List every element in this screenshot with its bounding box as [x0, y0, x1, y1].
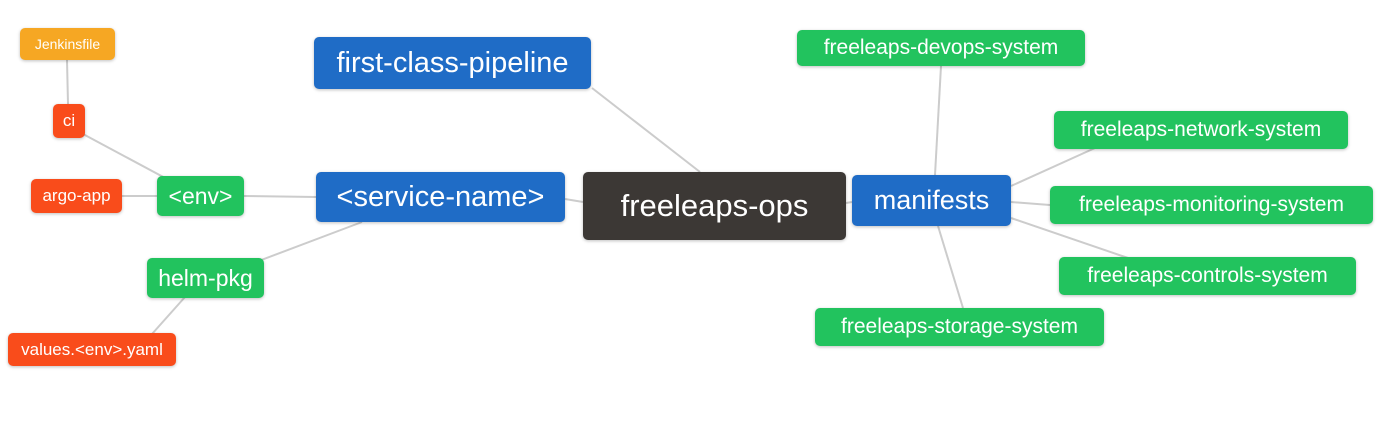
edge-manifests-devops [934, 65, 942, 176]
node-ci[interactable]: ci [53, 104, 85, 138]
edge-env-service-name [243, 195, 317, 198]
edge-first-class-pipeline-ops [591, 87, 701, 173]
edge-helm-pkg-values-yaml [151, 296, 186, 335]
edge-jenkinsfile-ci [66, 59, 69, 105]
node-manifests[interactable]: manifests [852, 175, 1011, 226]
edge-manifests-monitoring [1010, 201, 1051, 206]
edge-service-name-ops [564, 198, 584, 203]
node-env[interactable]: <env> [157, 176, 244, 216]
node-values-env-yaml[interactable]: values.<env>.yaml [8, 333, 176, 366]
edge-ops-manifests [845, 201, 853, 204]
node-freeleaps-storage-system[interactable]: freeleaps-storage-system [815, 308, 1104, 346]
edge-manifests-controls [1010, 217, 1129, 259]
node-argo-app[interactable]: argo-app [31, 179, 122, 213]
node-freeleaps-monitoring-system[interactable]: freeleaps-monitoring-system [1050, 186, 1373, 224]
node-service-name[interactable]: <service-name> [316, 172, 565, 222]
node-freeleaps-ops-root[interactable]: freeleaps-ops [583, 172, 846, 240]
edge-service-name-helm-pkg [255, 221, 363, 263]
node-helm-pkg[interactable]: helm-pkg [147, 258, 264, 298]
node-freeleaps-devops-system[interactable]: freeleaps-devops-system [797, 30, 1085, 66]
node-jenkinsfile[interactable]: Jenkinsfile [20, 28, 115, 60]
edge-manifests-storage [937, 225, 964, 309]
edge-ci-env [82, 133, 168, 180]
edge-manifests-network [1010, 147, 1096, 187]
node-first-class-pipeline[interactable]: first-class-pipeline [314, 37, 591, 89]
node-freeleaps-network-system[interactable]: freeleaps-network-system [1054, 111, 1348, 149]
node-freeleaps-controls-system[interactable]: freeleaps-controls-system [1059, 257, 1356, 295]
